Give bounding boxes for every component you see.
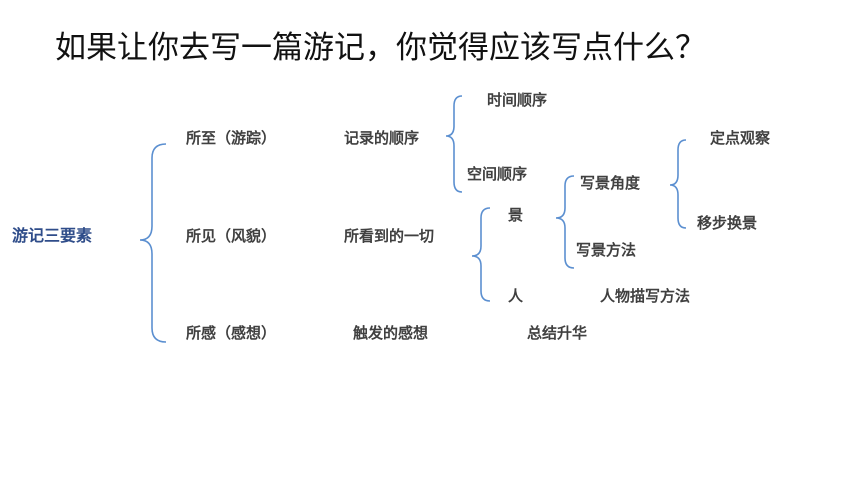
- detail-triggered-feelings: 触发的感想: [353, 324, 429, 342]
- angle-fixed-point: 定点观察: [710, 129, 771, 147]
- scene-angle: 写景角度: [580, 174, 641, 192]
- detail-everything-seen: 所看到的一切: [344, 227, 435, 245]
- seen-scene: 景: [508, 206, 524, 224]
- scene-method: 写景方法: [576, 241, 637, 259]
- seen-brace: [471, 207, 491, 302]
- detail-record-order: 记录的顺序: [344, 129, 420, 147]
- order-space: 空间顺序: [467, 165, 528, 183]
- detail-summary-sublimation: 总结升华: [527, 324, 588, 342]
- order-time: 时间顺序: [487, 91, 548, 109]
- root-node: 游记三要素: [12, 226, 93, 245]
- slide-title: 如果让你去写一篇游记，你觉得应该写点什么？: [55, 30, 706, 66]
- people-description-method: 人物描写方法: [600, 287, 691, 305]
- level1-feelings: 所感（感想）: [186, 324, 277, 342]
- angle-brace: [669, 139, 687, 229]
- seen-people: 人: [508, 287, 524, 305]
- level1-itinerary: 所至（游踪）: [186, 129, 277, 147]
- angle-moving-scene: 移步换景: [697, 214, 758, 232]
- order-brace: [445, 95, 463, 193]
- level1-scenery: 所见（风貌）: [186, 227, 277, 245]
- scene-brace: [555, 175, 575, 269]
- root-brace: [139, 143, 167, 343]
